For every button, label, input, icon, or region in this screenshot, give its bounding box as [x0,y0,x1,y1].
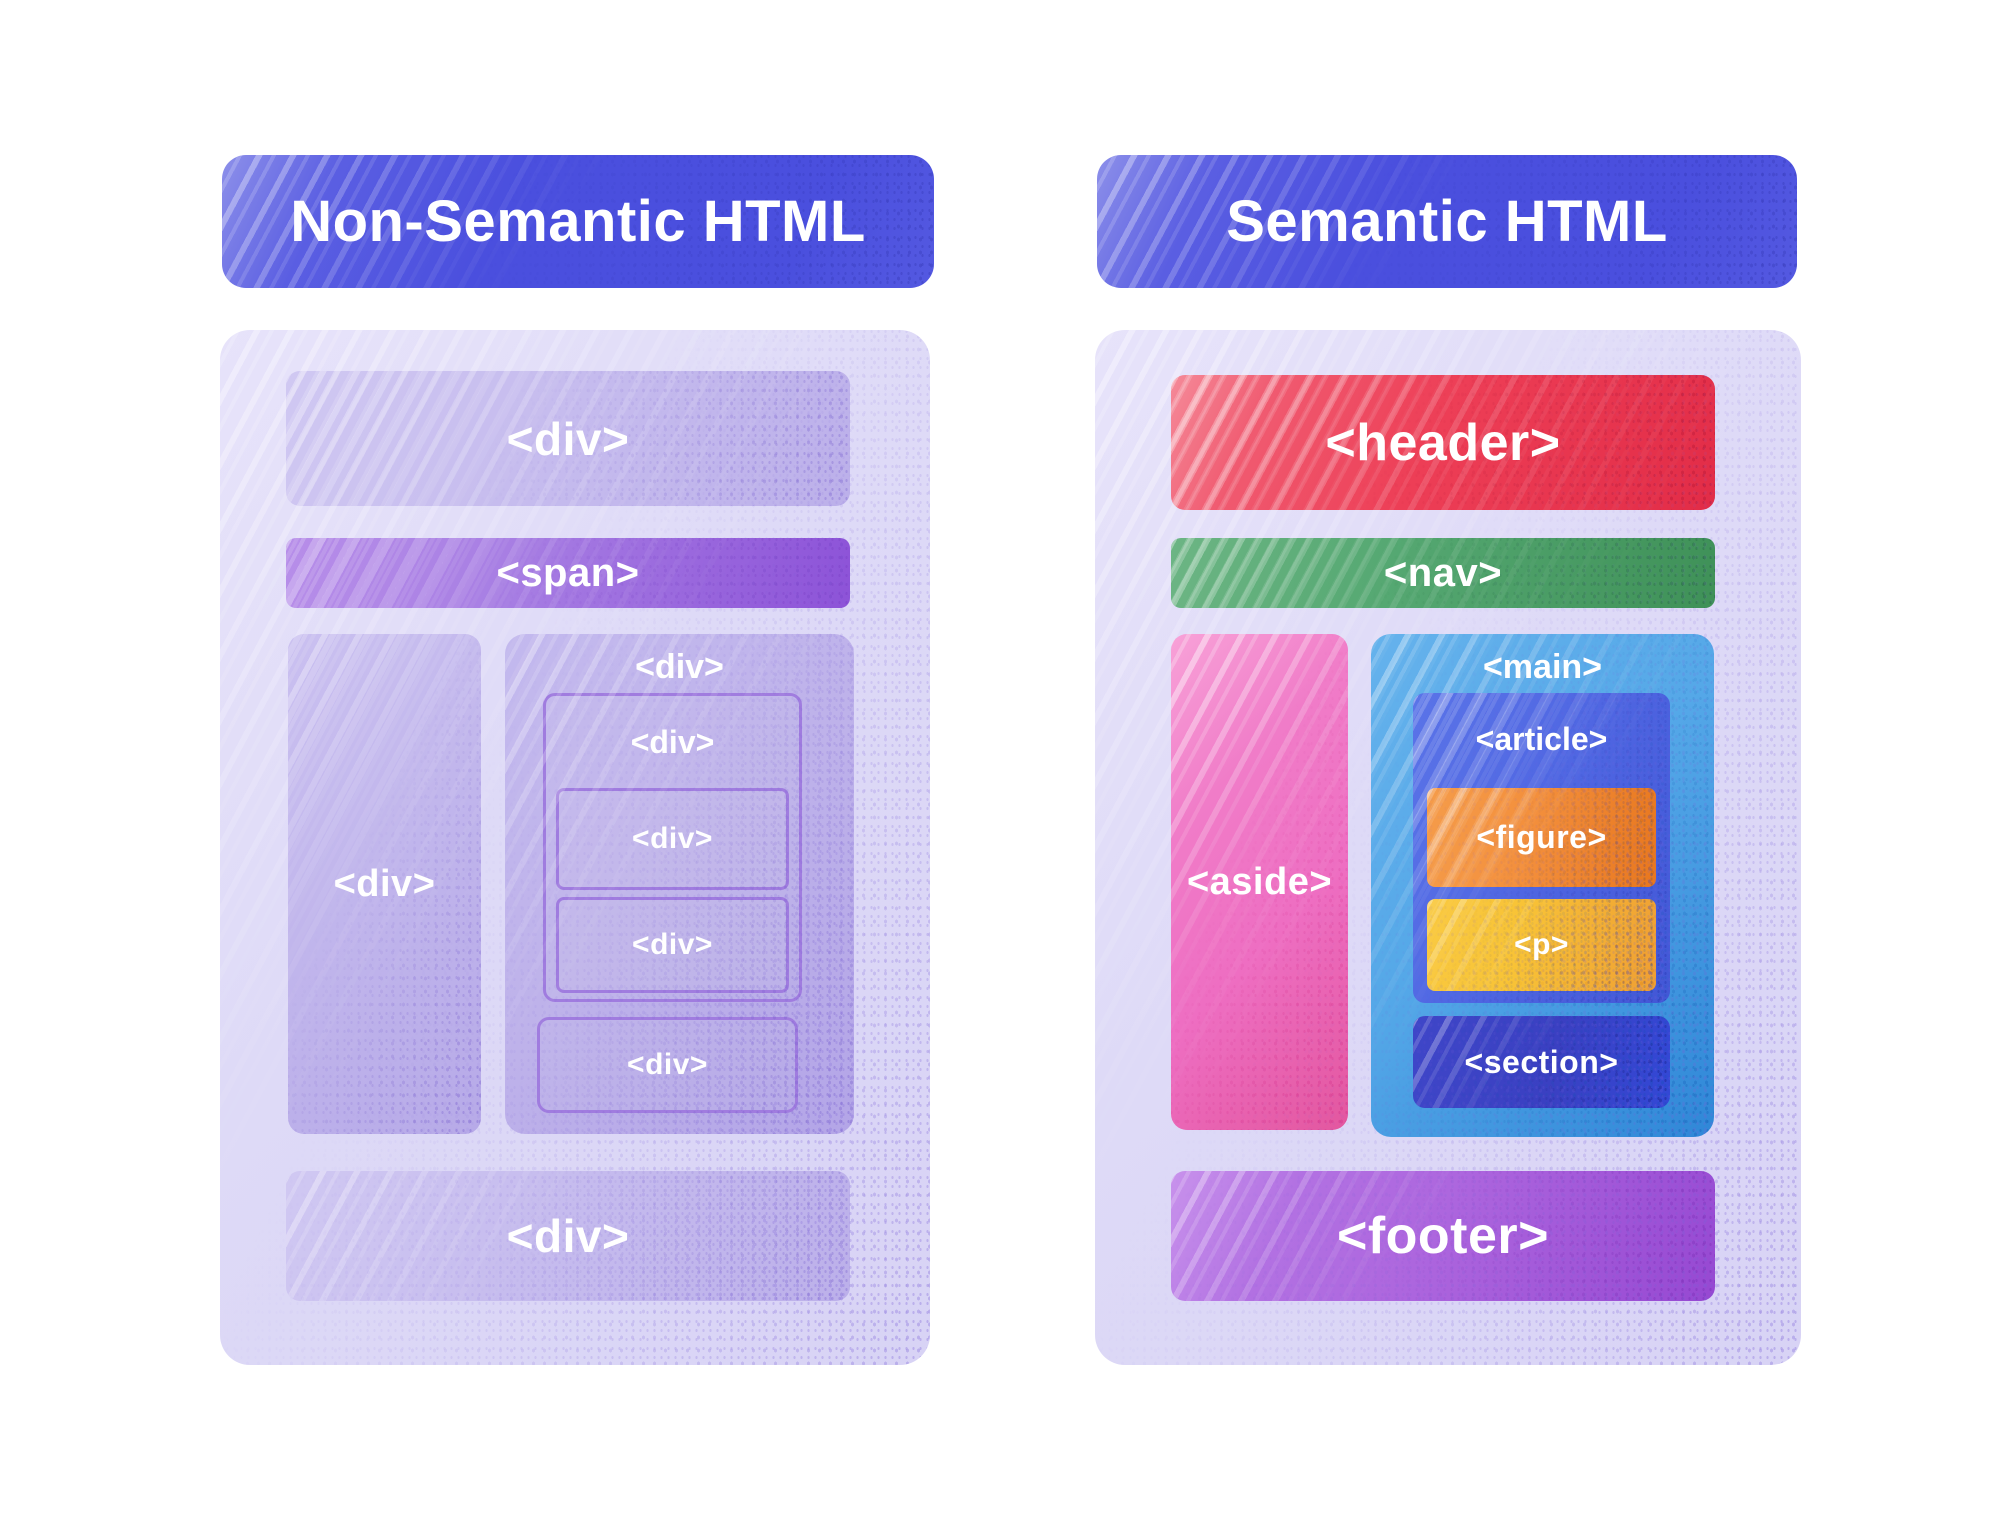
nav-block-label: <nav> [1383,550,1503,595]
non-semantic-panel: <div> <span> <div> <div> <div> <div> <di… [220,330,930,1365]
main-block-label: <main> [1482,647,1603,686]
p-block: <p> [1427,899,1656,991]
div-column-block: <div> [288,634,481,1134]
div-group-bottom-box: <div> [537,1017,798,1113]
nested-div-box: <div> <div> <div> [543,693,802,1002]
semantic-title-banner: Semantic HTML [1097,155,1797,288]
footer-block-label: <footer> [1336,1207,1550,1265]
nested-div-child-1: <div> [556,788,789,890]
nested-div-child-1-label: <div> [632,822,713,855]
header-block: <header> [1171,375,1715,510]
div-block-bottom-label: <div> [506,1210,630,1262]
span-block: <span> [286,538,850,608]
nested-div-box-label: <div> [630,723,715,760]
div-group-label: <div> [635,647,724,686]
div-block-top: <div> [286,371,850,506]
semantic-panel: <header> <nav> <aside> <main> <article> … [1095,330,1801,1365]
figure-block-label: <figure> [1476,819,1607,855]
nested-div-child-2-label: <div> [632,928,713,961]
article-block: <article> <figure> <p> [1413,693,1670,1003]
span-block-label: <span> [496,550,640,595]
main-block: <main> <article> <figure> <p> <section> [1371,634,1714,1137]
div-block-top-label: <div> [506,412,630,465]
non-semantic-title: Non-Semantic HTML [290,189,866,254]
aside-block-label: <aside> [1186,860,1333,903]
semantic-title: Semantic HTML [1226,189,1668,254]
article-block-label: <article> [1475,720,1608,757]
figure-block: <figure> [1427,788,1656,887]
non-semantic-title-banner: Non-Semantic HTML [222,155,934,288]
div-group-bottom-label: <div> [627,1048,708,1081]
div-block-bottom: <div> [286,1171,850,1301]
section-block: <section> [1413,1016,1670,1108]
section-block-label: <section> [1464,1043,1619,1080]
footer-block: <footer> [1171,1171,1715,1301]
div-group-block: <div> <div> <div> <div> <div> [505,634,854,1134]
nav-block: <nav> [1171,538,1715,608]
div-column-label: <div> [333,862,436,905]
nested-div-child-2: <div> [556,897,789,993]
p-block-label: <p> [1514,928,1569,961]
header-block-label: <header> [1325,413,1561,472]
aside-block: <aside> [1171,634,1348,1130]
